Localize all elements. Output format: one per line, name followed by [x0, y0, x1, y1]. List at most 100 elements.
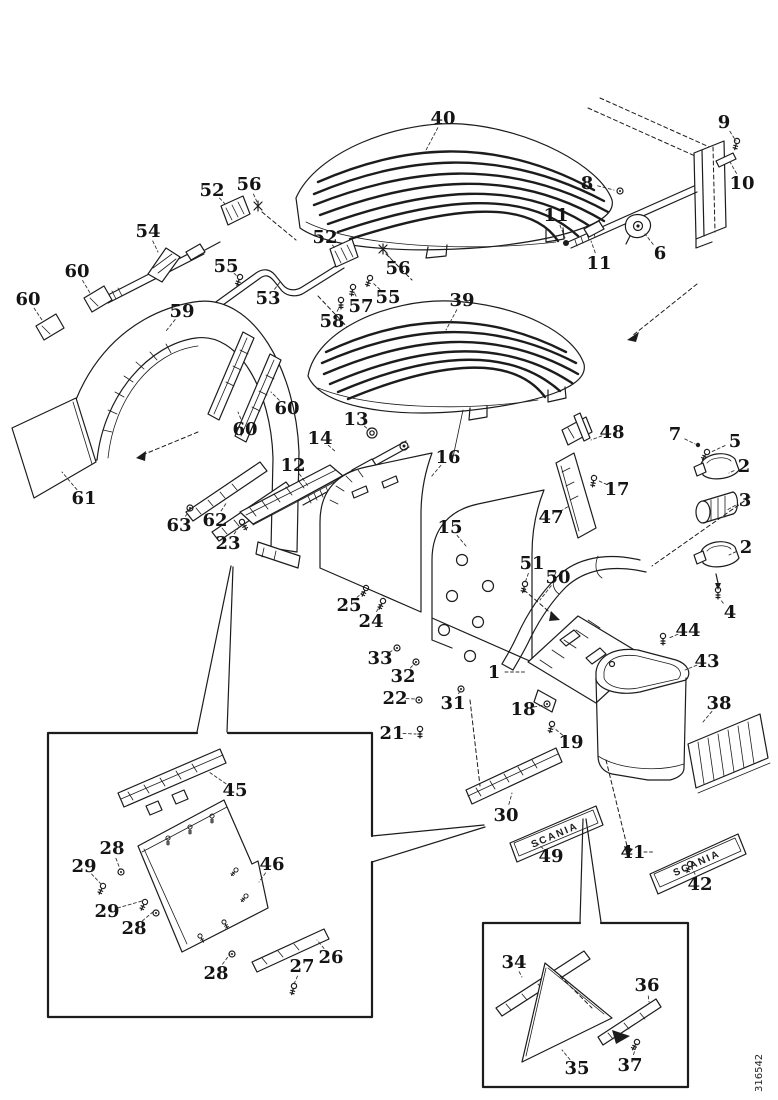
leader-line-51: [524, 572, 529, 584]
leader-line-3: [726, 504, 736, 511]
fender-bracket-16: [319, 452, 433, 613]
part-callout-37: 37: [617, 1055, 642, 1076]
part-callout-35: 35: [564, 1058, 589, 1079]
part-callout-29: 29: [71, 856, 96, 877]
clamp-52a: [220, 195, 297, 241]
part-callout-31: 31: [440, 693, 465, 714]
bolt-28b: [152, 909, 160, 917]
part-callout-55: 55: [213, 256, 238, 277]
part-callout-44: 44: [675, 620, 700, 641]
leader-line-23: [233, 523, 242, 535]
part-callout-23: 23: [215, 533, 240, 554]
leader-line-29: [117, 900, 143, 909]
bolt-17: [589, 474, 598, 488]
part-callout-41: 41: [620, 842, 645, 863]
part-callout-40: 40: [430, 108, 455, 129]
leader-line-47: [559, 505, 570, 512]
part-callout-50: 50: [545, 567, 570, 588]
leader-line-28: [222, 953, 231, 965]
part-callout-14: 14: [307, 428, 332, 449]
part-callout-46: 46: [259, 854, 284, 875]
leader-line-13: [363, 425, 370, 431]
z-rod-53: [210, 238, 413, 334]
leader-line-33: [388, 648, 396, 653]
leader-line-44: [668, 633, 679, 639]
leader-line-11: [559, 224, 566, 239]
leader-line-48: [590, 435, 603, 441]
leader-line-18: [533, 704, 545, 708]
leader-line-25: [356, 589, 366, 598]
leader-line-60: [82, 280, 91, 294]
part-callout-52: 52: [312, 227, 337, 248]
part-callout-27: 27: [289, 956, 314, 977]
screw-7: [695, 442, 701, 448]
leader-line-2: [728, 551, 737, 556]
inset-box-right: [481, 818, 690, 1089]
part-callout-2: 2: [740, 537, 753, 558]
part-callout-6: 6: [654, 243, 667, 264]
bolt-33: [393, 644, 401, 652]
part-callout-38: 38: [706, 693, 731, 714]
part-callout-60: 60: [274, 398, 299, 419]
plate-10: [715, 152, 737, 168]
leader-line-7: [684, 438, 696, 445]
leader-line-15: [456, 534, 467, 547]
leader-line-2: [728, 470, 735, 474]
part-40-mudguard-top: [295, 123, 613, 259]
part-callout-9: 9: [718, 112, 731, 133]
leader-line-32: [410, 662, 416, 669]
leader-line-24: [376, 603, 382, 612]
part-callout-43: 43: [694, 651, 719, 672]
mud-flap-46: [137, 799, 269, 953]
part-callout-52: 52: [199, 180, 224, 201]
leader-line-21: [402, 733, 417, 735]
leader-line-50: [539, 585, 552, 601]
part-callout-28: 28: [121, 918, 146, 939]
part-callout-19: 19: [558, 732, 583, 753]
leader-line-28: [141, 910, 155, 922]
screw-27: [288, 982, 298, 996]
part-callout-53: 53: [255, 288, 280, 309]
part-callout-62: 62: [202, 510, 227, 531]
leader-line-17: [598, 480, 608, 485]
screw-29a: [96, 881, 108, 896]
drawing-number: 316542: [754, 1054, 765, 1092]
screw-24: [376, 596, 388, 611]
leader-line-40: [424, 127, 439, 153]
leader-line-45: [208, 771, 227, 785]
leader-line-30: [508, 792, 513, 805]
bracket-45: [117, 748, 227, 808]
part-callout-2: 2: [738, 456, 751, 477]
leader-line-11: [590, 240, 596, 254]
leader-line-54: [152, 240, 159, 253]
bolt-28a: [117, 868, 125, 876]
part-callout-28: 28: [99, 838, 124, 859]
leader-line-56: [384, 250, 392, 260]
part-callout-51: 51: [519, 553, 544, 574]
leader-line-60: [33, 307, 43, 321]
part-callout-25: 25: [336, 595, 361, 616]
part-callout-29: 29: [94, 901, 119, 922]
cover-box-43: [595, 632, 690, 856]
leader-line-5: [710, 445, 726, 453]
part-callout-15: 15: [437, 517, 462, 538]
part-callout-16: 16: [435, 447, 460, 468]
part-callout-8: 8: [581, 173, 594, 194]
leader-line-55: [372, 282, 381, 290]
part-callout-13: 13: [343, 409, 368, 430]
part-39-mudguard-top: [307, 300, 585, 463]
leader-line-29: [91, 873, 102, 885]
bolt-22: [415, 696, 423, 704]
leader-line-63: [185, 509, 191, 517]
leader-line-37: [633, 1043, 638, 1056]
screw-21: [416, 725, 424, 739]
bolt-31: [457, 685, 465, 693]
part-callout-22: 22: [382, 688, 407, 709]
leader-line-10: [729, 161, 737, 174]
part-callout-60: 60: [64, 261, 89, 282]
leader-line-52: [331, 244, 337, 250]
part-callout-32: 32: [390, 666, 415, 687]
leader-line-8: [597, 185, 615, 191]
